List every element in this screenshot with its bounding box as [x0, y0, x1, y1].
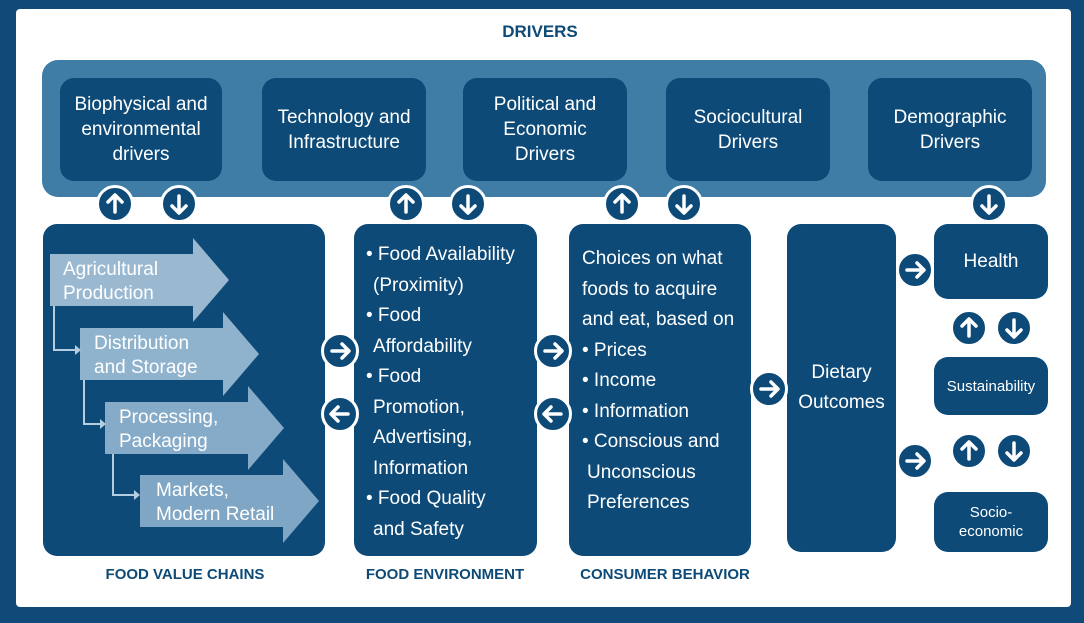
- step-line: Agricultural: [63, 259, 159, 280]
- value-chain-arrows: [50, 238, 319, 543]
- arrow-right-icon: [321, 332, 359, 370]
- health-label: Health: [963, 250, 1019, 272]
- list-line: Preferences: [587, 492, 690, 513]
- list-line: • Food Quality: [366, 488, 486, 509]
- list-line: • Food Availability: [366, 244, 515, 265]
- step-line: Modern Retail: [156, 504, 275, 525]
- driver-biophysical: Biophysical and environmental drivers: [60, 78, 222, 181]
- driver-label: Political and Economic Drivers: [493, 94, 597, 165]
- food-environment-box: • Food Availability (Proximity) • Food A…: [354, 224, 537, 556]
- step-label-distribution: Distribution and Storage: [94, 332, 198, 380]
- arrow-right-icon: [534, 332, 572, 370]
- driver-label: Technology and Infrastructure: [277, 106, 411, 153]
- food-environment-list: • Food Availability (Proximity) • Food A…: [366, 240, 515, 545]
- step-arrow-agricultural: [50, 238, 229, 322]
- step-label-processing: Processing, Packaging: [119, 406, 218, 454]
- step-line: Packaging: [119, 431, 208, 452]
- step-arrow-processing: [105, 386, 284, 470]
- arrow-up-icon: [950, 432, 988, 470]
- section-title-food-environment: FOOD ENVIRONMENT: [365, 566, 525, 583]
- health-box: Health: [934, 224, 1048, 299]
- list-line: • Food: [366, 366, 422, 387]
- list-line: Choices on what: [582, 248, 723, 269]
- step-line: Distribution: [94, 333, 190, 354]
- driver-label: Biophysical and environmental drivers: [74, 94, 208, 165]
- connector-arrowhead: [134, 490, 140, 500]
- consumer-behavior-list: Choices on what foods to acquire and eat…: [582, 244, 734, 519]
- driver-political: Political and Economic Drivers: [463, 78, 627, 181]
- drivers-title: DRIVERS: [502, 22, 578, 41]
- sustainability-box: Sustainability: [934, 357, 1048, 415]
- list-line: Advertising,: [373, 427, 473, 448]
- arrow-down-icon: [970, 185, 1008, 223]
- list-line: Promotion,: [373, 396, 465, 418]
- socioeconomic-line: economic: [958, 523, 1024, 540]
- arrow-up-icon: [603, 185, 641, 223]
- socioeconomic-box: Socio-economic: [934, 492, 1048, 552]
- arrow-down-icon: [995, 432, 1033, 470]
- arrow-right-icon: [896, 442, 934, 480]
- arrow-up-icon: [950, 309, 988, 347]
- list-line: and eat, based on: [582, 309, 735, 330]
- arrow-up-icon: [387, 185, 425, 223]
- sustainability-label: Sustainability: [946, 377, 1036, 395]
- list-line: • Prices: [582, 339, 647, 361]
- list-line: and Safety: [373, 518, 464, 540]
- socioeconomic-line: Socio-: [969, 504, 1013, 521]
- list-line: foods to acquire: [582, 278, 718, 300]
- arrow-left-icon: [321, 395, 359, 433]
- consumer-behavior-box: Choices on what foods to acquire and eat…: [569, 224, 751, 556]
- step-arrow-distribution: [80, 312, 259, 396]
- connector-arrowhead: [75, 345, 81, 355]
- connector-line: [112, 454, 135, 496]
- arrow-right-icon: [896, 251, 934, 289]
- step-label-markets: Markets, Modern Retail: [156, 479, 274, 527]
- list-line: • Food: [366, 305, 422, 326]
- arrow-down-icon: [449, 185, 487, 223]
- arrow-up-icon: [96, 185, 134, 223]
- arrow-left-icon: [534, 395, 572, 433]
- section-title-consumer-behavior: CONSUMER BEHAVIOR: [580, 566, 750, 583]
- driver-label: Demographic Drivers: [893, 106, 1007, 153]
- arrow-right-icon: [750, 370, 788, 408]
- connector-arrowhead: [100, 419, 106, 429]
- connector-line: [83, 380, 101, 425]
- list-line: • Income: [582, 370, 657, 391]
- section-title-value-chains: FOOD VALUE CHAINS: [105, 566, 265, 583]
- list-line: • Conscious and: [582, 431, 720, 452]
- connector-line: [53, 306, 75, 351]
- step-line: Markets,: [156, 480, 229, 501]
- driver-label: Sociocultural Drivers: [693, 106, 803, 153]
- list-line: Information: [373, 457, 469, 479]
- list-line: Unconscious: [587, 461, 696, 483]
- driver-demographic: Demographic Drivers: [868, 78, 1032, 181]
- list-line: • Information: [582, 400, 689, 422]
- arrow-down-icon: [995, 309, 1033, 347]
- step-line: Production: [63, 283, 154, 304]
- dietary-line: Dietary: [811, 362, 872, 383]
- list-line: (Proximity): [373, 274, 464, 296]
- driver-sociocultural: Sociocultural Drivers: [666, 78, 830, 181]
- arrow-down-icon: [665, 185, 703, 223]
- dietary-line: Outcomes: [798, 392, 885, 413]
- list-line: Affordability: [373, 335, 472, 357]
- step-line: Processing,: [119, 407, 219, 428]
- step-line: and Storage: [94, 357, 198, 378]
- arrow-down-icon: [160, 185, 198, 223]
- step-arrow-markets: [140, 459, 319, 543]
- driver-technology: Technology and Infrastructure: [262, 78, 426, 181]
